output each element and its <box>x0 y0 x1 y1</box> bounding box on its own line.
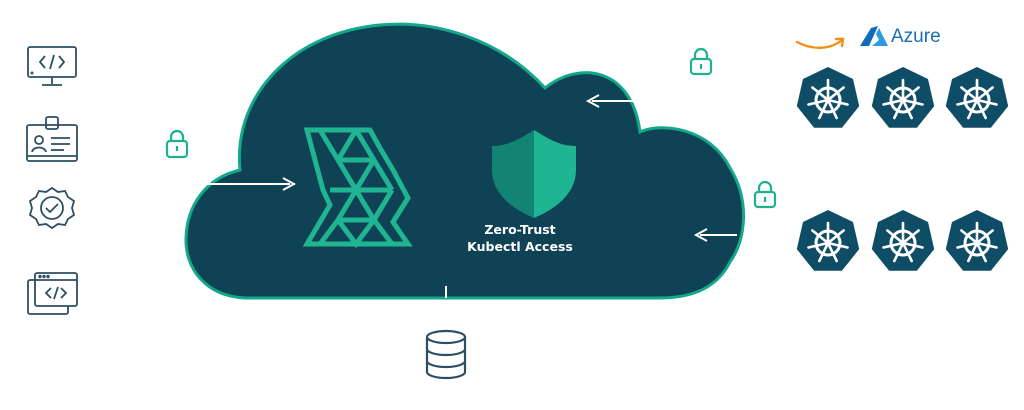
azure-label: Azure <box>891 26 941 47</box>
verified-badge-icon <box>28 186 76 230</box>
shield-icon <box>492 130 576 218</box>
center-label-line1: Zero-Trust <box>484 222 556 237</box>
azure-logo-icon <box>860 26 888 46</box>
cluster-arrow-top <box>585 94 633 108</box>
cloud-shape <box>184 22 746 300</box>
kubernetes-node-icon <box>945 67 1009 128</box>
lock-icon-left <box>165 129 189 159</box>
center-label: Zero-Trust Kubectl Access <box>430 221 610 255</box>
amazon-logo-icon <box>795 37 845 49</box>
code-window-icon <box>27 272 78 315</box>
kubernetes-node-icon <box>871 67 935 128</box>
code-monitor-icon <box>27 46 77 86</box>
kubernetes-node-icon <box>796 67 860 128</box>
kubernetes-node-icon <box>945 210 1009 271</box>
kubernetes-node-icon <box>871 210 935 271</box>
lock-icon-top-right <box>689 47 713 76</box>
lock-icon-right <box>753 180 777 209</box>
triangle-logo-icon <box>302 127 413 249</box>
database-icon <box>425 329 467 380</box>
id-badge-icon <box>26 116 78 162</box>
cluster-arrow-bottom <box>693 228 737 242</box>
kubernetes-clusters <box>796 67 1009 271</box>
kubernetes-node-icon <box>796 210 860 271</box>
client-arrow <box>197 177 297 191</box>
center-label-line2: Kubectl Access <box>467 239 573 254</box>
